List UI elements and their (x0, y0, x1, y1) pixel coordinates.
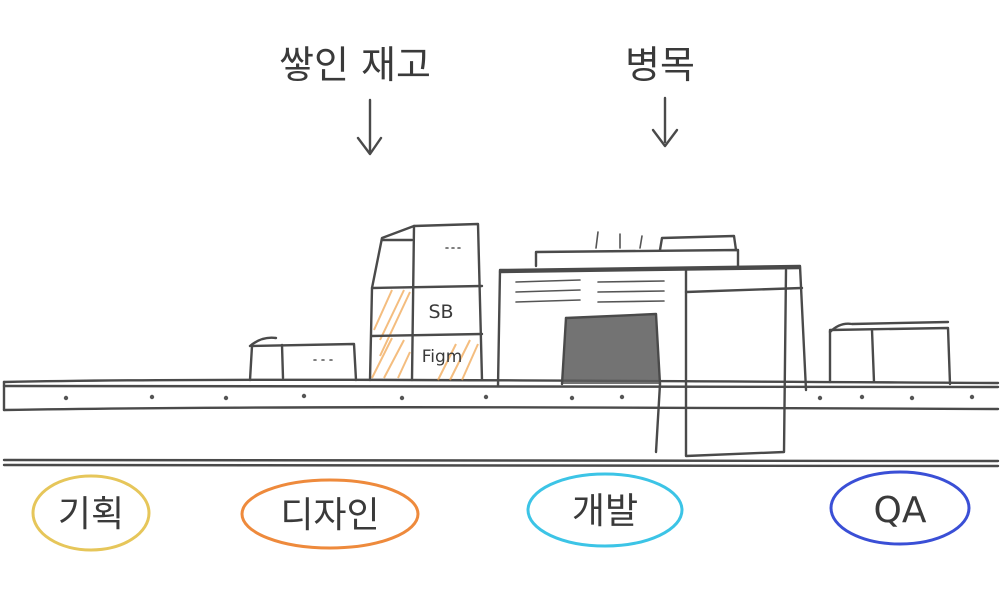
sb-box-label: SB (428, 301, 453, 323)
stage-qa: QA (829, 470, 971, 546)
stage-design-label: 디자인 (280, 495, 379, 536)
hatch-fill (371, 289, 479, 381)
stage-development-label: 개발 (572, 491, 638, 532)
planning-box (248, 336, 358, 382)
stage-qa-outline (829, 470, 971, 546)
callout-stacked-inventory: 쌓인 재고 (279, 43, 431, 156)
stage-planning-label: 기획 (58, 494, 124, 535)
conveyor-belt (2, 378, 1000, 468)
stacked-inventory-boxes: SB Figm (368, 222, 484, 382)
machine-opening (562, 314, 660, 384)
stage-design-outline (240, 478, 420, 550)
development-machine (496, 231, 808, 458)
stage-planning: 기획 (31, 474, 151, 552)
belt-rivets (63, 393, 975, 401)
stage-development-outline (526, 472, 684, 548)
callout-bottleneck: 병목 (625, 43, 695, 148)
callout-stacked-inventory-label: 쌓인 재고 (279, 43, 431, 87)
qa-box (828, 320, 952, 386)
figma-box-label: Figm (422, 347, 463, 367)
down-arrow-icon (356, 98, 383, 156)
stage-design: 디자인 (240, 478, 420, 550)
callout-bottleneck-label: 병목 (625, 43, 695, 87)
stage-planning-outline (31, 474, 151, 552)
stage-development: 개발 (526, 472, 684, 548)
stage-qa-label: QA (874, 490, 927, 531)
down-arrow-icon (651, 96, 679, 148)
